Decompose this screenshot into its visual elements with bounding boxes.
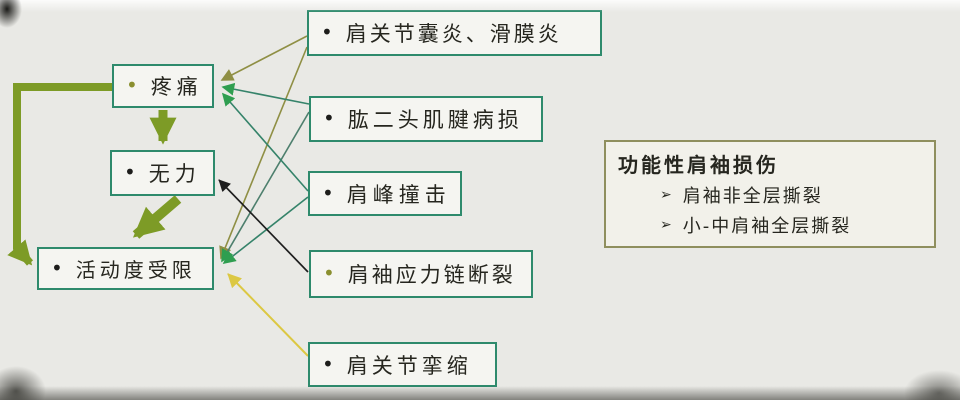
arrow-contracture-to-rom	[227, 273, 309, 357]
bullet-icon: •	[126, 73, 138, 97]
cause-stress-chain-label: 肩袖应力链断裂	[347, 263, 516, 287]
info-item: ➢ 肩袖非全层撕裂	[660, 182, 926, 208]
cause-box-stress-chain-rupture: • 肩袖应力链断裂	[309, 250, 533, 298]
symptom-box-pain: • 疼痛	[112, 64, 214, 108]
bullet-icon: •	[322, 180, 334, 205]
vignette-top	[0, 0, 960, 12]
triangle-bullet-icon: ➢	[660, 187, 672, 203]
cause-impingement-label: 肩峰撞击	[346, 182, 451, 207]
arrow-weakness-to-rom-thick	[132, 195, 182, 239]
vignette-bottom	[0, 386, 960, 400]
cause-contracture-label: 肩关节挛缩	[346, 353, 472, 378]
arrow-biceps-to-pain	[221, 82, 310, 105]
triangle-bullet-icon: ➢	[660, 217, 672, 233]
arrow-stresschain-to-weakness	[218, 179, 309, 273]
info-item-full-tear: 小-中肩袖全层撕裂	[682, 216, 852, 237]
cause-box-contracture: • 肩关节挛缩	[308, 342, 497, 387]
bullet-icon: •	[321, 20, 333, 44]
arrow-biceps-to-rom	[221, 111, 310, 263]
bullet-icon: •	[323, 261, 335, 285]
vignette-corner-bottom-left	[0, 366, 46, 400]
bullet-icon: •	[323, 106, 335, 130]
bullet-icon: •	[322, 351, 334, 376]
arrow-impingement-to-rom	[222, 196, 309, 264]
bullet-icon: •	[51, 255, 63, 280]
arrow-capsulitis-to-pain	[220, 35, 308, 81]
cause-box-impingement: • 肩峰撞击	[308, 171, 462, 216]
symptom-weakness-label: 无力	[148, 162, 201, 186]
cause-box-biceps-tendon: • 肱二头肌腱病损	[309, 96, 543, 142]
arrow-impingement-to-pain	[221, 92, 309, 192]
symptom-pain-label: 疼痛	[150, 75, 203, 99]
cause-capsulitis-label: 肩关节囊炎、滑膜炎	[345, 22, 562, 46]
symptom-box-weakness: • 无力	[110, 150, 215, 196]
info-box-functional-cuff-injury: 功能性肩袖损伤 ➢ 肩袖非全层撕裂 ➢ 小-中肩袖全层撕裂	[604, 140, 936, 248]
arrow-capsulitis-to-rom	[219, 46, 308, 260]
symptom-rom-limit-label: 活动度受限	[75, 258, 196, 282]
cause-biceps-label: 肱二头肌腱病损	[347, 108, 523, 132]
bullet-icon: •	[124, 160, 136, 184]
vignette-corner-bottom-right	[904, 370, 960, 400]
vignette-corner-top-left	[0, 0, 22, 28]
symptom-box-rom-limit: • 活动度受限	[37, 247, 214, 290]
cause-box-capsulitis-synovitis: • 肩关节囊炎、滑膜炎	[307, 10, 602, 56]
info-item: ➢ 小-中肩袖全层撕裂	[660, 212, 926, 238]
info-box-title: 功能性肩袖损伤	[618, 153, 779, 177]
info-item-partial-tear: 肩袖非全层撕裂	[682, 186, 823, 207]
arrow-pain-to-rom-loop	[7, 83, 112, 266]
